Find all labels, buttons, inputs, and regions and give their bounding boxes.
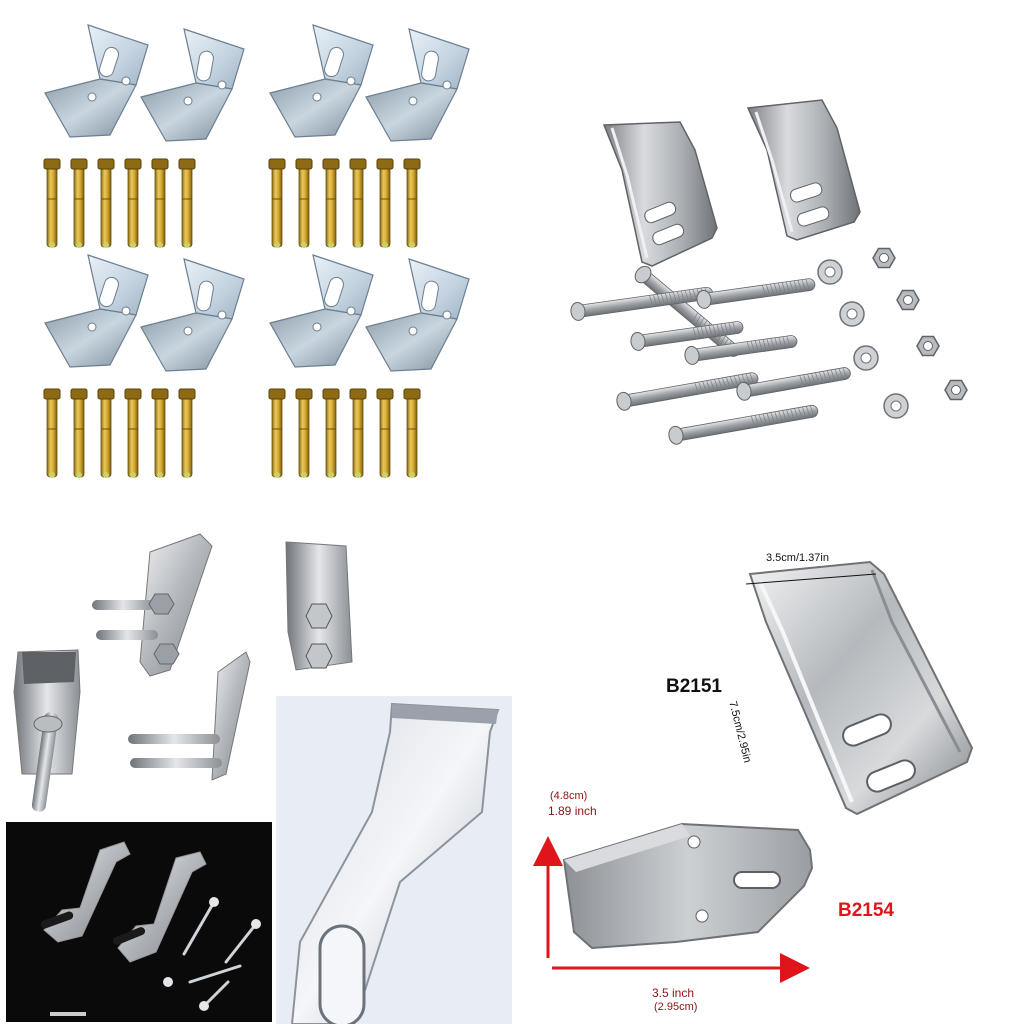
anchor-bolt — [178, 158, 196, 248]
anchor-bolt — [268, 158, 286, 248]
bracket-left — [602, 121, 718, 267]
bracket-bolt-set-illustration — [43, 24, 470, 478]
dim-horizontal-cm-label: (2.95cm) — [654, 1001, 698, 1013]
zinc-bracket — [269, 24, 374, 138]
bolt-set — [570, 265, 851, 445]
anchor-bolt — [403, 388, 421, 478]
bracket-with-bolt-left — [13, 649, 81, 812]
dim-vertical-in-label: 1.89 inch — [548, 804, 597, 818]
washer — [839, 301, 865, 327]
anchor-bolt — [70, 388, 88, 478]
zinc-bracket — [365, 28, 470, 142]
threaded-rod — [668, 404, 819, 445]
anchor-bolt — [322, 388, 340, 478]
washer — [817, 259, 843, 285]
bracket-with-nuts — [285, 541, 353, 671]
anchor-bolt — [70, 158, 88, 248]
bracket-closeup — [50, 696, 512, 1024]
hex-nut — [872, 247, 896, 269]
anchor-bolt — [403, 158, 421, 248]
zinc-bracket — [269, 254, 374, 368]
anchor-bolt — [349, 388, 367, 478]
anchor-bolt — [97, 158, 115, 248]
dimension-illustration — [533, 560, 974, 983]
threaded-rod — [696, 278, 816, 309]
bracket-hardware-illustration — [570, 99, 968, 445]
hex-nut — [944, 379, 968, 401]
model-b2151-label: B2151 — [666, 676, 722, 697]
zinc-bracket — [140, 28, 245, 142]
anchor-bolt — [124, 158, 142, 248]
panel-brackets-hardware — [512, 0, 1024, 512]
threaded-rod — [616, 372, 759, 411]
zinc-bracket — [365, 258, 470, 372]
anchor-bolt — [151, 158, 169, 248]
bracket-with-rods-middle — [128, 651, 251, 781]
threaded-rod — [630, 321, 744, 351]
zinc-bracket — [44, 24, 149, 138]
anchor-bolt — [43, 388, 61, 478]
dark-photo-brackets-screws — [6, 822, 272, 1022]
collage-illustration — [6, 533, 512, 1024]
panel-collage — [0, 512, 512, 1024]
anchor-bolt — [322, 158, 340, 248]
anchor-bolt — [268, 388, 286, 478]
anchor-bolt — [295, 388, 313, 478]
anchor-bolt — [178, 388, 196, 478]
dim-vertical-cm-label: (4.8cm) — [550, 790, 588, 802]
threaded-rod — [736, 367, 851, 401]
anchor-bolt — [376, 388, 394, 478]
zinc-bracket — [44, 254, 149, 368]
threaded-rod — [684, 335, 798, 365]
bracket-b2154 — [562, 822, 814, 950]
anchor-bolt — [124, 388, 142, 478]
dim-horizontal-in-label: 3.5 inch — [652, 986, 695, 1000]
model-b2154-label: B2154 — [838, 900, 894, 921]
panel-dimensions: 3.5cm/1.37in 7.5cm/2.95in B2151 (4.8cm) … — [512, 512, 1024, 1024]
hex-nut — [916, 335, 940, 357]
anchor-bolt — [376, 158, 394, 248]
anchor-bolt — [349, 158, 367, 248]
washer — [883, 393, 909, 419]
anchor-bolt — [151, 388, 169, 478]
panel-brackets-and-bolts — [0, 0, 512, 512]
dim-width-top-label: 3.5cm/1.37in — [766, 552, 829, 564]
anchor-bolt — [295, 158, 313, 248]
hex-nut — [896, 289, 920, 311]
zinc-bracket — [140, 258, 245, 372]
anchor-bolt — [43, 158, 61, 248]
washer — [853, 345, 879, 371]
bracket-with-rods-top — [92, 533, 213, 677]
bracket-right — [746, 99, 861, 241]
washers-and-nuts — [817, 247, 968, 419]
anchor-bolt — [97, 388, 115, 478]
bracket-b2151 — [748, 560, 974, 816]
